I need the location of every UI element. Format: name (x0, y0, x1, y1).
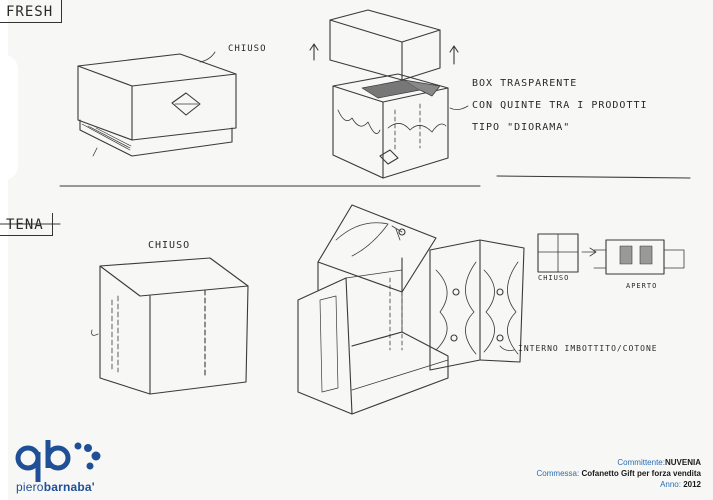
pierobarnaba-logo-mark (15, 440, 101, 482)
divider-line-right (496, 175, 691, 179)
logo-name-regular: piero (16, 480, 44, 494)
label-aperto-small: APERTO (626, 282, 658, 290)
label-chiuso-fresh: CHIUSO (228, 44, 267, 54)
label-box-note-1: BOX TRASPARENTE (472, 78, 578, 89)
commessa-value: Cofanetto Gift per forza vendita (581, 469, 701, 478)
anno-label: Anno: (660, 480, 681, 489)
caption-anno: Anno: 2012 (537, 479, 701, 490)
committente-label: Committente: (617, 458, 665, 467)
label-box-note-3: TIPO "DIORAMA" (472, 122, 571, 133)
tena-title-text: TENA (6, 217, 44, 233)
label-chiuso-tena: CHIUSO (148, 240, 191, 251)
section-title-tena: TENA (0, 213, 53, 236)
section-title-fresh: FRESH (0, 0, 63, 23)
note-pointer (449, 105, 469, 110)
pierobarnaba-logo-text: pierobarnaba' (16, 480, 95, 494)
fresh-closed-box (77, 53, 237, 157)
commessa-label: Commessa: (536, 469, 580, 478)
page-notch (0, 55, 18, 180)
chiuso-pointer (199, 51, 216, 63)
label-interno: INTERNO IMBOTTITO/COTONE (518, 344, 658, 353)
logo-name-bold: barnaba' (43, 480, 95, 494)
committente-value: NUVENIA (664, 458, 701, 467)
page-edge (0, 0, 8, 500)
project-caption: Committente:NUVENIA Commessa: Cofanetto … (537, 457, 701, 490)
fresh-title-text: FRESH (6, 4, 54, 20)
tena-closed-box (91, 257, 249, 395)
caption-committente: Committente:NUVENIA (537, 457, 701, 468)
small-open-diagram (581, 239, 685, 275)
tena-open-box (297, 204, 525, 415)
interno-pointer (499, 345, 515, 351)
small-closed-diagram (537, 233, 579, 273)
label-box-note-2: CON QUINTE TRA I PRODOTTI (472, 100, 648, 111)
label-chiuso-small: CHIUSO (538, 274, 570, 282)
anno-value: 2012 (683, 480, 701, 489)
caption-commessa: Commessa: Cofanetto Gift per forza vendi… (537, 468, 701, 479)
fresh-diorama-box (309, 9, 459, 179)
